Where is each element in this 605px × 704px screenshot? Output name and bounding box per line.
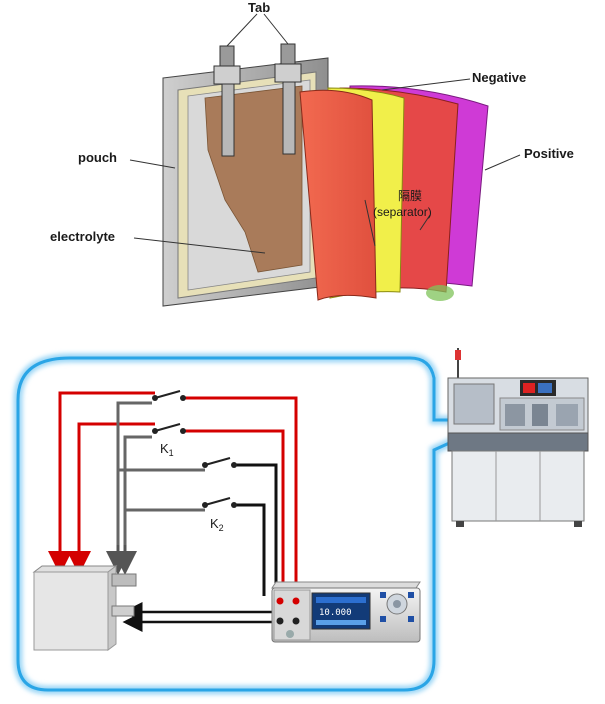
gray-wires [116, 401, 205, 565]
dut-box [32, 565, 137, 651]
leader-lines [129, 13, 521, 254]
callout-frame [13, 353, 502, 695]
tab-label: Tab [248, 0, 270, 15]
tab-left [213, 45, 241, 157]
red-wires [58, 391, 298, 598]
bottom-leads [122, 602, 272, 632]
measuring-instrument: 10.000 [271, 581, 421, 643]
green-marker [426, 285, 454, 301]
separator-en-label: (separator) [373, 205, 432, 219]
red-wire-2b [183, 429, 285, 598]
switch-k2-lower [202, 497, 237, 508]
switch-k1-lower [152, 423, 186, 434]
switch-k1-upper [152, 390, 186, 401]
separator-sheet [299, 89, 377, 301]
separator-cn-label: 隔膜 [398, 189, 422, 203]
switch-k2-upper [202, 457, 237, 468]
dut-arrows [48, 545, 137, 575]
pouch-label: pouch [78, 150, 117, 165]
negative-label: Negative [472, 70, 526, 85]
meter-display-value: 10.000 [319, 608, 352, 618]
red-wire-1 [58, 391, 155, 565]
automation-machine [447, 348, 589, 527]
black-wires [234, 463, 278, 596]
k1-label: K1 [160, 441, 174, 458]
pouch-cell-illustration [162, 43, 489, 307]
red-wire-2 [77, 422, 155, 565]
red-wire-1b [183, 396, 298, 598]
k2-label: K2 [210, 516, 224, 533]
positive-label: Positive [524, 146, 574, 161]
electrolyte-label: electrolyte [50, 229, 115, 244]
